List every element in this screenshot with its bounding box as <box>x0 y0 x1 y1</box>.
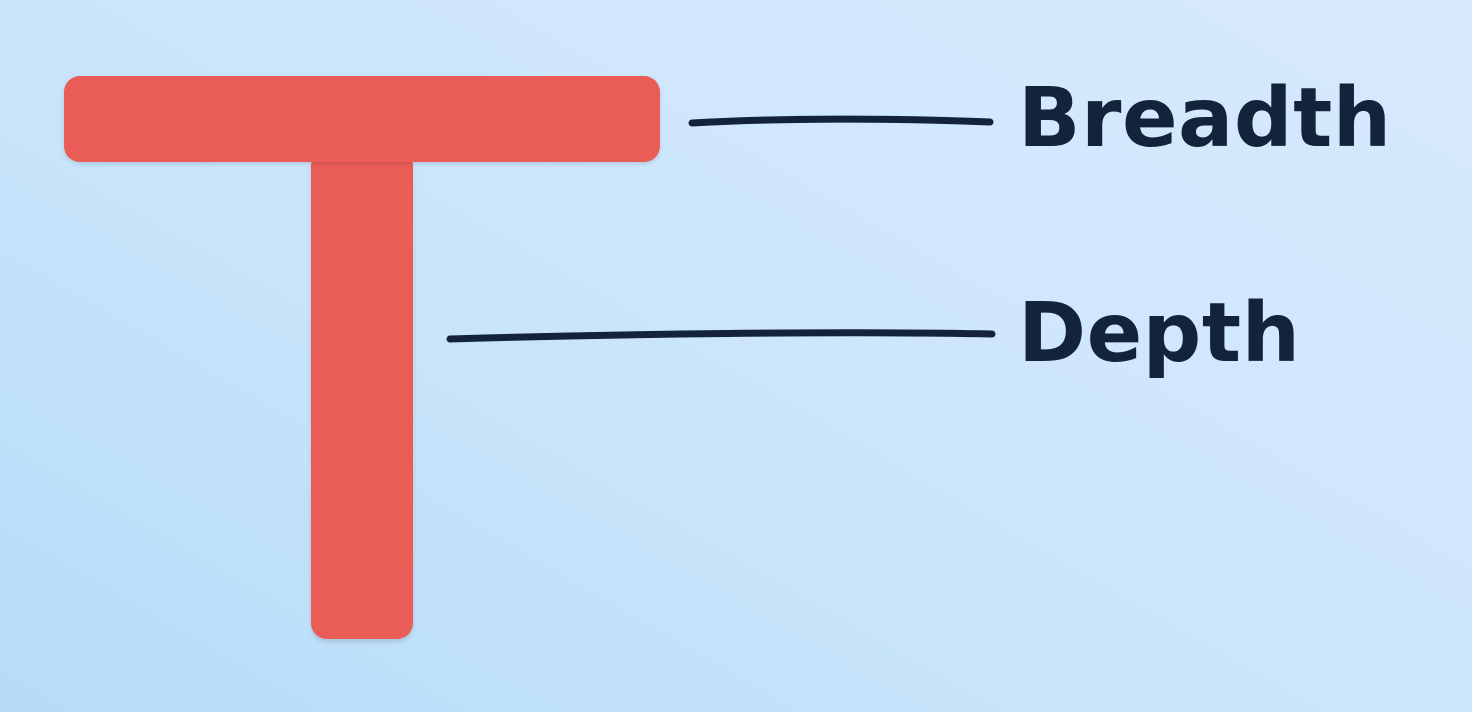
t-shape-vertical-bar <box>311 150 413 639</box>
breadth-label: Breadth <box>1018 71 1392 166</box>
t-shape-horizontal-bar <box>64 76 660 162</box>
depth-label: Depth <box>1018 286 1301 381</box>
depth-leader-line <box>446 329 996 343</box>
breadth-leader-line <box>688 115 994 127</box>
